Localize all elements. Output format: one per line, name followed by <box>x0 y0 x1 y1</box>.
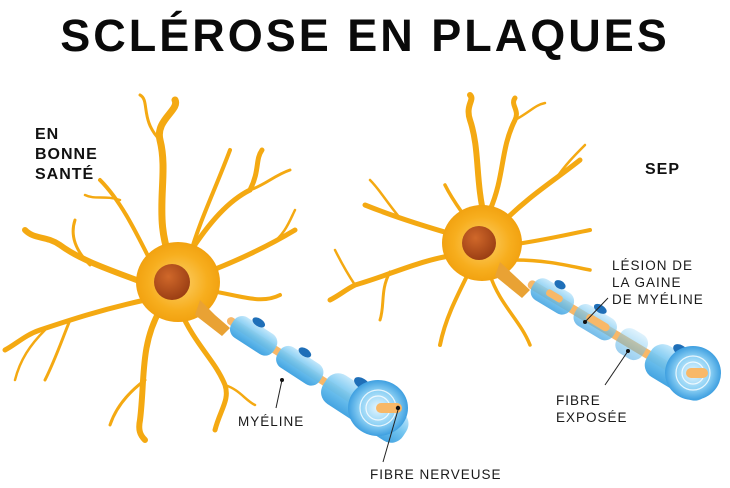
healthy-heading: EN BONNE SANTÉ <box>35 126 98 183</box>
healthy-neuron <box>2 93 298 443</box>
healthy-nucleus <box>154 264 190 300</box>
ms-nucleus <box>462 226 496 260</box>
myelin-label: MYÉLINE <box>238 414 305 429</box>
page-title: SCLÉROSE EN PLAQUES <box>60 10 670 61</box>
ms-heading: SEP <box>645 161 681 178</box>
exposed-fiber-label: FIBRE EXPOSÉE <box>556 393 628 425</box>
nerve-fiber-label: FIBRE NERVEUSE <box>370 467 502 482</box>
myelin-lesion-label: LÉSION DE LA GAINE DE MYÉLINE <box>612 258 704 307</box>
